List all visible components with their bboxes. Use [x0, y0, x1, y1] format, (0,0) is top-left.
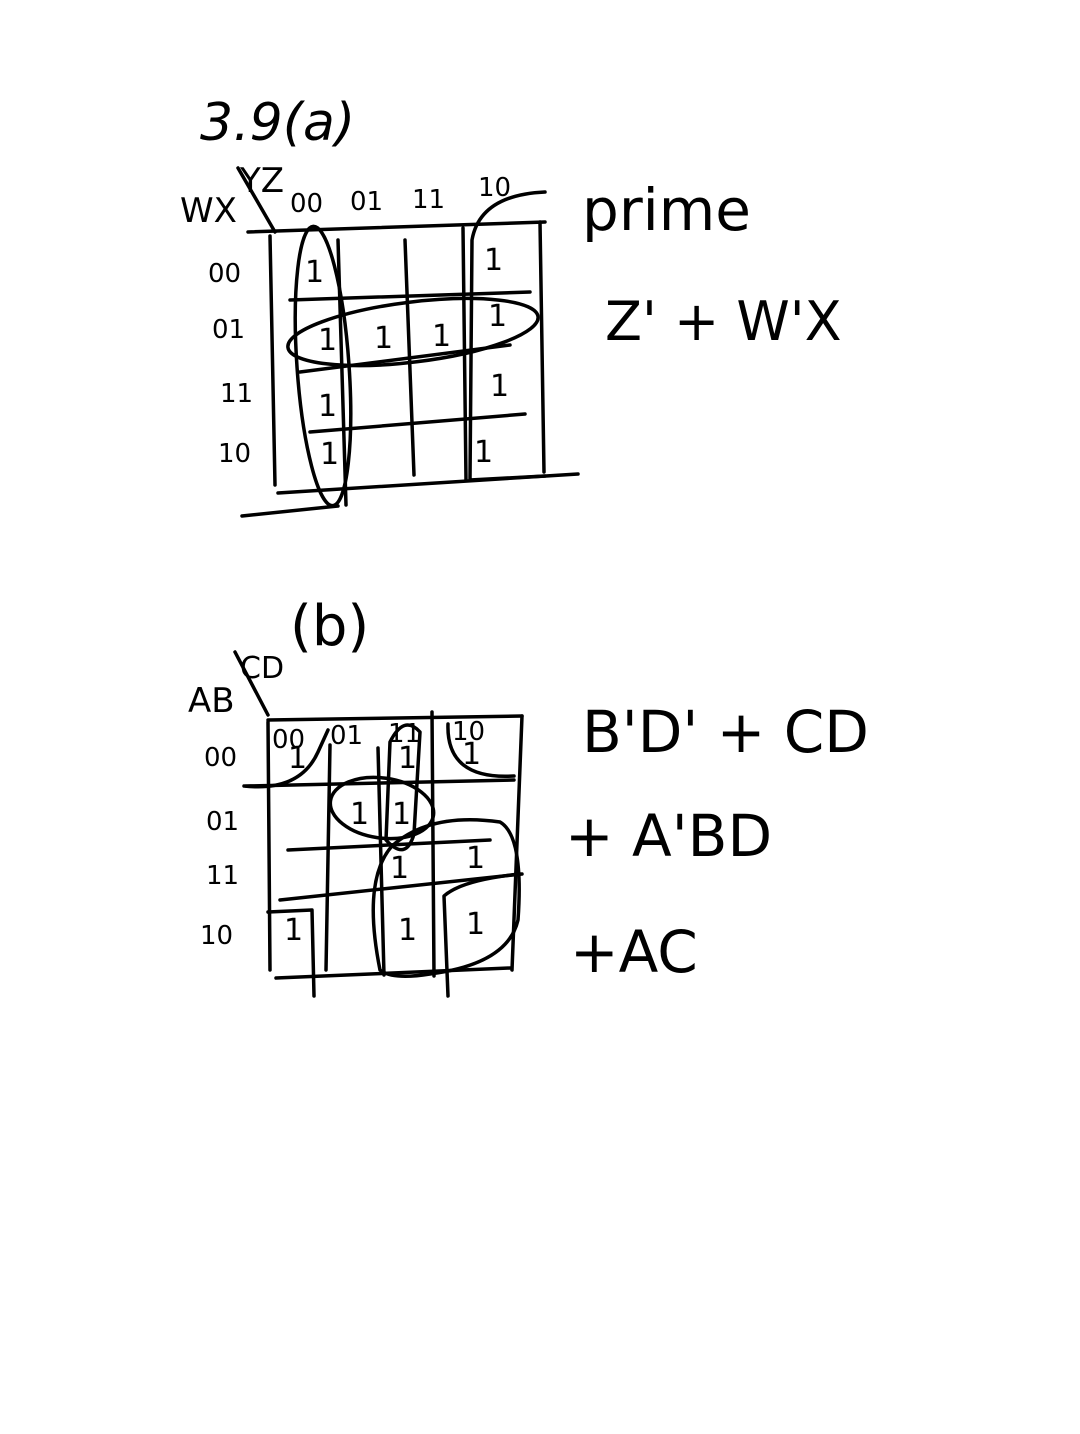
kmap-b-col-label: 01: [330, 721, 363, 751]
kmap-a-cells: 1 1 1 1 1 1 1 1 1 1: [305, 243, 509, 472]
kmap-b-row-var: AB: [188, 681, 235, 721]
kmap-a-cell: 1: [320, 437, 339, 472]
kmap-b-group-corner-tr: [446, 722, 516, 778]
kmap-b-col-var: CD: [240, 651, 284, 686]
kmap-a-cell: 1: [484, 243, 503, 278]
kmap-b-group-cd: [384, 723, 422, 852]
kmap-b-group-corner-br: [442, 872, 522, 998]
kmap-a-cell: 1: [305, 255, 324, 290]
kmap-b-cell: 1: [398, 913, 417, 948]
part-b-title: (b): [290, 594, 369, 659]
kmap-b-cell: 1: [288, 741, 307, 776]
kmap-b-cell: 1: [462, 737, 481, 772]
kmap-a-col-label: 00: [290, 189, 323, 219]
kmap-b-group-ac: [371, 818, 521, 978]
kmap-a-col-label: 11: [412, 185, 445, 215]
part-b-answer-line: B'D' + CD: [582, 698, 869, 766]
kmap-b-corner-diagonal: [233, 650, 270, 717]
kmap-b-group-corner-tl: [242, 728, 330, 789]
kmap-a-corner-diagonal: [236, 166, 277, 234]
part-a-title: 3.9(a): [200, 93, 355, 153]
kmap-b-row-label: 00: [204, 743, 237, 773]
kmap-a-cell: 1: [374, 321, 393, 356]
kmap-a-groupings: [286, 190, 547, 508]
kmap-a-cell: 1: [318, 389, 337, 424]
kmap-a-cell: 1: [488, 299, 507, 334]
part-b-answer-line: + A'BD: [565, 802, 772, 870]
kmap-a-row-label: 10: [218, 439, 251, 469]
kmap-a-row-label: 00: [208, 259, 241, 289]
kmap-b-cell: 1: [284, 913, 303, 948]
kmap-a-cell: 1: [490, 369, 509, 404]
kmap-b-group-abd: [328, 775, 436, 841]
part-a-note: prime: [582, 176, 751, 244]
kmap-b-cell: 1: [398, 741, 417, 776]
kmap-a-row-label: 01: [212, 315, 245, 345]
kmap-a-col-label: 01: [350, 187, 383, 217]
kmap-a-cell: 1: [474, 435, 493, 470]
kmap-b-row-label: 10: [200, 921, 233, 951]
kmap-a-group-row-01: [286, 296, 540, 368]
kmap-b-cell: 1: [390, 851, 409, 886]
kmap-a-row-label: 11: [220, 379, 253, 409]
kmap-a-group-col-10: [468, 190, 547, 482]
kmap-b-col-label: 00: [272, 725, 305, 755]
kmap-b-row-label: 11: [206, 861, 239, 891]
kmap-a-col-var: YZ: [239, 161, 284, 201]
part-a-answer: Z' + W'X: [605, 290, 842, 353]
kmap-b-groupings: [242, 722, 522, 998]
kmap-b-col-label: 10: [452, 717, 485, 747]
part-b-answer-line: +AC: [570, 918, 698, 986]
kmap-b-cell: 1: [392, 797, 411, 832]
kmap-b-cell: 1: [350, 797, 369, 832]
kmap-b-group-corner-bl: [266, 908, 316, 998]
kmap-b-row-label: 01: [206, 807, 239, 837]
kmap-a-row-var: WX: [180, 191, 237, 231]
kmap-b-cell: 1: [466, 907, 485, 942]
kmap-a-cell: 1: [318, 323, 337, 358]
kmap-b-cell: 1: [466, 841, 485, 876]
kmap-a-cell: 1: [432, 319, 451, 354]
kmap-a-grid: [240, 220, 580, 518]
kmap-b-cells: 1 1 1 1 1 1 1 1 1 1: [284, 737, 485, 948]
